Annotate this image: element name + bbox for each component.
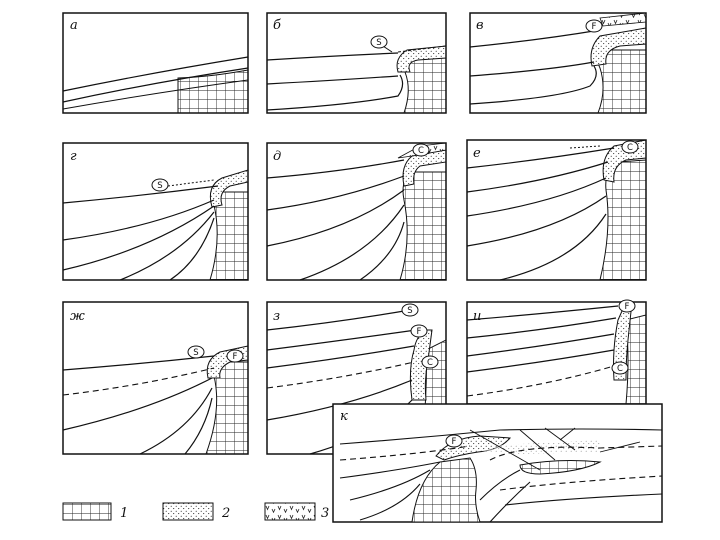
panel-e-label: е: [473, 146, 481, 161]
legend-item-2: 2: [163, 503, 230, 521]
marker-F: F: [625, 302, 630, 312]
panel-a-label: а: [70, 18, 78, 33]
legend-item-3: 3: [265, 503, 329, 521]
panel-a: а: [63, 13, 248, 113]
marker-C: C: [418, 146, 424, 156]
panel-g-label: г: [70, 149, 77, 164]
panel-v: F в: [470, 13, 646, 113]
panel-d: C д: [267, 143, 446, 280]
marker-C: C: [617, 364, 623, 374]
marker-S: S: [407, 306, 412, 316]
panel-i: F C и: [467, 300, 646, 404]
panel-k: F к: [333, 404, 662, 522]
marker-C: C: [427, 358, 433, 368]
panel-z-label: з: [273, 309, 280, 324]
legend-number-1: 1: [120, 506, 128, 521]
panel-b: S б: [267, 13, 446, 113]
marker-S: S: [157, 181, 162, 191]
panel-g: S г: [63, 143, 248, 280]
marker-C: C: [627, 143, 633, 153]
panel-b-label: б: [273, 18, 281, 33]
marker-S: S: [193, 348, 198, 358]
legend-number-2: 2: [221, 506, 230, 521]
panel-zh-label: ж: [70, 309, 85, 324]
legend-number-3: 3: [321, 506, 329, 521]
panel-e: C е: [467, 140, 646, 280]
marker-F: F: [452, 437, 457, 447]
panel-k-label: к: [340, 409, 348, 424]
legend: 1 2 3: [63, 503, 329, 521]
panel-zh: S F ж: [63, 302, 248, 454]
panel-i-label: и: [473, 309, 481, 324]
marker-F: F: [233, 352, 238, 362]
marker-F: F: [592, 22, 597, 32]
panel-v-label: в: [476, 18, 484, 33]
legend-item-1: 1: [63, 503, 128, 521]
marker-S: S: [376, 38, 381, 48]
marker-F: F: [417, 327, 422, 337]
panel-d-label: д: [273, 149, 281, 164]
